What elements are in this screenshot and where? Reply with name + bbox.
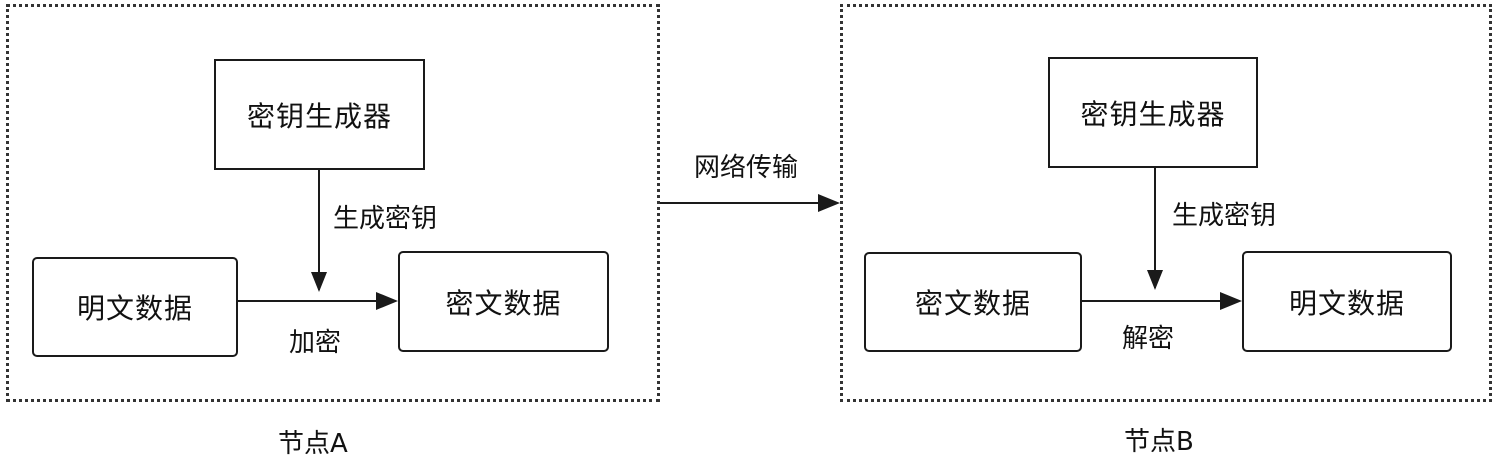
- network-label: 网络传输: [694, 153, 799, 183]
- node-a-keygen-text: 密钥生成器: [246, 99, 392, 133]
- node-b-gen-key-label: 生成密钥: [1172, 201, 1277, 231]
- node-a-output-box: 密文数据: [398, 251, 609, 352]
- node-a-op-label: 加密: [289, 328, 342, 358]
- arrowhead-a-down: [311, 272, 327, 292]
- node-b-output-text: 明文数据: [1288, 286, 1405, 320]
- arrowhead-a-right: [376, 292, 398, 310]
- node-b-output-box: 明文数据: [1242, 251, 1452, 352]
- node-b-frame: [840, 4, 1492, 402]
- node-a-keygen-box: 密钥生成器: [214, 59, 425, 170]
- node-a-output-text: 密文数据: [445, 286, 562, 320]
- arrowhead-network: [818, 194, 840, 212]
- node-a-gen-key-label: 生成密钥: [333, 204, 438, 234]
- node-b-input-text: 密文数据: [914, 287, 1031, 320]
- node-b-input-box: 密文数据: [864, 252, 1082, 352]
- node-a-input-text: 明文数据: [76, 292, 193, 325]
- arrowhead-b-right: [1220, 292, 1242, 310]
- node-b-caption: 节点B: [1124, 427, 1194, 457]
- arrowhead-b-down: [1147, 270, 1163, 290]
- node-b-keygen-box: 密钥生成器: [1048, 57, 1258, 168]
- node-b-keygen-text: 密钥生成器: [1080, 97, 1226, 131]
- node-a-caption: 节点A: [278, 429, 348, 459]
- node-a-frame: [6, 4, 660, 402]
- node-a-input-box: 明文数据: [32, 257, 238, 357]
- node-b-op-label: 解密: [1122, 324, 1175, 354]
